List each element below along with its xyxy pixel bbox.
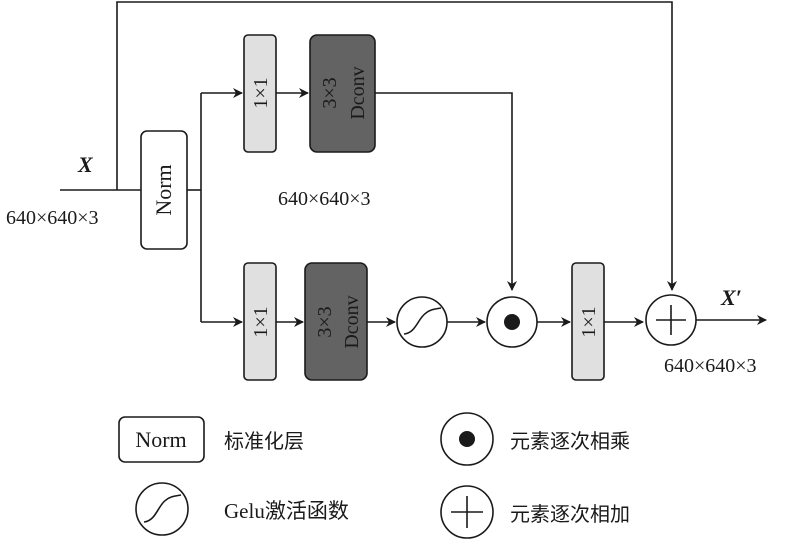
output-conv1x1-block: 1×1: [571, 262, 605, 381]
svg-text:Norm: Norm: [135, 427, 186, 452]
output-shape: 640×640×3: [664, 355, 757, 377]
legend-item-multiply: 元素逐次相乘: [440, 412, 630, 466]
legend-item-add: 元素逐次相加: [440, 485, 630, 539]
bottom-conv1x1-block: 1×1: [243, 262, 277, 381]
skip-connection: [116, 1, 677, 291]
add-node: [645, 294, 697, 346]
legend: Norm 标准化层 元素逐次相乘 Gelu激活函数 元素逐次相加: [118, 412, 630, 539]
output-symbol: X′: [720, 285, 742, 310]
top-dconv-block: 3×3 Dconv: [309, 34, 376, 153]
legend-label-norm: 标准化层: [224, 429, 304, 453]
svg-text:3×3: 3×3: [314, 306, 336, 337]
norm-block: Norm: [140, 130, 188, 250]
svg-text:1×1: 1×1: [578, 306, 600, 337]
input-shape: 640×640×3: [6, 207, 99, 229]
svg-text:1×1: 1×1: [250, 306, 272, 337]
dot-in-circle-icon: [504, 314, 520, 330]
svg-text:Dconv: Dconv: [347, 66, 369, 119]
norm-label: Norm: [151, 164, 176, 215]
svg-text:Dconv: Dconv: [341, 295, 363, 348]
svg-text:3×3: 3×3: [319, 77, 341, 108]
svg-text:1×1: 1×1: [250, 77, 272, 108]
dot-in-circle-icon: [459, 431, 475, 447]
bottom-dconv-block: 3×3 Dconv: [304, 262, 368, 381]
arrow-top-dconv-to-multiply: [375, 92, 517, 291]
gelu-curve-icon: [143, 494, 182, 523]
multiply-node: [486, 296, 538, 348]
input-symbol: X: [77, 152, 94, 177]
legend-item-gelu: Gelu激活函数: [135, 482, 349, 536]
gelu-curve-icon: [403, 307, 442, 335]
legend-item-norm: Norm 标准化层: [118, 416, 304, 463]
gelu-node: [396, 296, 448, 348]
legend-label-add: 元素逐次相加: [510, 502, 630, 526]
legend-label-multiply: 元素逐次相乘: [510, 429, 630, 453]
top-conv1x1-block: 1×1: [243, 34, 277, 153]
middle-shape: 640×640×3: [278, 188, 371, 210]
legend-label-gelu: Gelu激活函数: [224, 499, 349, 523]
